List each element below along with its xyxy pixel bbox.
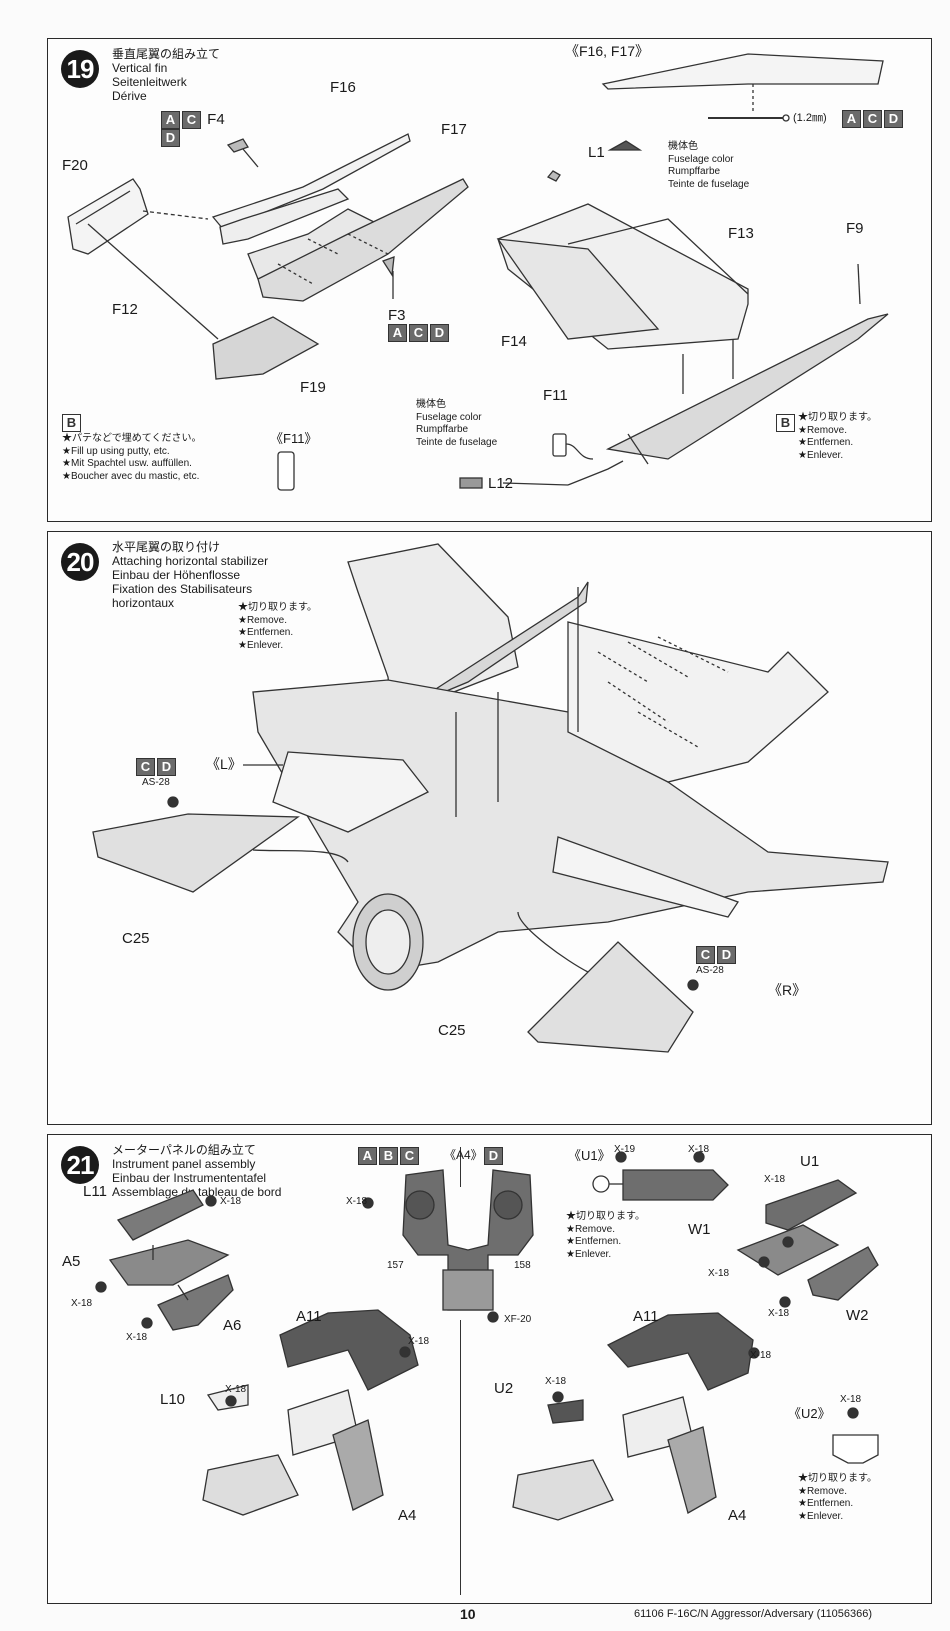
u2-label: 《U2》 (788, 1406, 831, 1421)
part-label-f14: F14 (501, 333, 527, 350)
color-a6: X-18 (126, 1332, 148, 1343)
part-label-w2: W2 (846, 1307, 869, 1324)
part-label-a6: A6 (223, 1317, 242, 1334)
part-label-u2: U2 (494, 1380, 514, 1397)
color-note-l12: 機体色 Fuselage color Rumpffarbe Teinte de … (416, 399, 498, 448)
putty-note: ★パテなどで埋めてください。 ★Fill up using putty, etc… (62, 433, 202, 482)
part-label-f13: F13 (728, 225, 754, 242)
remove-box: B (776, 414, 797, 432)
part-label-f12: F12 (112, 301, 138, 318)
color-a4-x18: X-18 (346, 1196, 368, 1207)
remove-note: ★切り取ります。 ★Remove. ★Entfernen. ★Enlever. (238, 602, 317, 651)
part-label-f9: F9 (846, 220, 864, 237)
step-19-panel: 19 垂直尾翼の組み立て Vertical fin Seitenleitwerk… (47, 38, 932, 522)
color-w1: X-18 (708, 1268, 730, 1279)
step-21-panel: 21 メーターパネルの組み立て Instrument panel assembl… (47, 1134, 932, 1604)
color-a11-right: X-18 (750, 1350, 772, 1361)
step-title: 垂直尾翼の組み立て Vertical fin Seitenleitwerk Dé… (112, 47, 221, 103)
color-w2: X-18 (768, 1308, 790, 1319)
drill-size: (1.2㎜) (793, 112, 827, 124)
part-label-f11: F11 (543, 387, 568, 404)
part-label-f16: F16 (330, 79, 356, 96)
color-x19: X-19 (614, 1144, 636, 1155)
assembly-divider (460, 1320, 461, 1595)
decal-158: 158 (514, 1260, 531, 1271)
part-label-l12: L12 (488, 475, 514, 492)
step-20-panel: 20 水平尾翼の取り付け Attaching horizontal stabil… (47, 531, 932, 1125)
part-label-f20: F20 (62, 157, 88, 174)
color-u2-x18: X-18 (545, 1376, 567, 1387)
u1-label: 《U1》 (568, 1148, 611, 1163)
color-note-l1: 機体色 Fuselage color Rumpffarbe Teinte de … (668, 141, 750, 190)
color-l11: X-18 (220, 1196, 242, 1207)
part-label-u1: U1 (800, 1153, 820, 1170)
part-label-f17: F17 (441, 121, 467, 138)
color-u1: X-18 (764, 1174, 786, 1185)
color-left: AS-28 (142, 777, 170, 788)
right-label: 《R》 (768, 982, 807, 998)
part-label-f19: F19 (300, 379, 326, 396)
variant-right: D (484, 1147, 505, 1165)
part-label-w1: W1 (688, 1221, 711, 1238)
color-a11-left: X-18 (408, 1336, 430, 1347)
decal-157: 157 (387, 1260, 404, 1271)
step-title: メーターパネルの組み立て Instrument panel assembly E… (112, 1143, 282, 1199)
variant-divider (460, 1147, 461, 1187)
f11-detail-label: 《F11》 (270, 431, 318, 446)
remove-note-u1: ★切り取ります。 ★Remove. ★Entfernen. ★Enlever. (566, 1211, 645, 1260)
step-number-badge: 21 (61, 1146, 99, 1184)
part-label-a4-right: A4 (728, 1507, 747, 1524)
putty-box: B (62, 414, 83, 432)
color-u2-detail: X-18 (840, 1394, 862, 1405)
part-label-l10: L10 (160, 1391, 186, 1408)
remove-note-u2: ★切り取ります。 ★Remove. ★Entfernen. ★Enlever. (798, 1473, 877, 1522)
color-l10: X-18 (225, 1384, 247, 1395)
part-label-a11-left: A11 (296, 1308, 322, 1325)
a4-label: 《A4》 (444, 1148, 483, 1162)
part-label-a4-left: A4 (398, 1507, 417, 1524)
color-a5: X-18 (71, 1298, 93, 1309)
kit-code: 61106 F-16C/N Aggressor/Adversary (11056… (634, 1608, 873, 1620)
step-number-badge: 19 (61, 50, 99, 88)
f16-f17-label: 《F16, F17》 (565, 43, 650, 59)
remove-note: ★切り取ります。 ★Remove. ★Entfernen. ★Enlever. (798, 412, 877, 461)
part-label-c25-right: C25 (438, 1022, 466, 1039)
part-label-c25-left: C25 (122, 930, 150, 947)
part-label-l1: L1 (588, 144, 605, 161)
horizontal-stabilizer-diagram (92, 543, 889, 1053)
part-label-l11: L11 (83, 1183, 107, 1200)
left-label: 《L》 (206, 756, 242, 772)
color-u1-x18: X-18 (688, 1144, 710, 1155)
step-title: 水平尾翼の取り付け Attaching horizontal stabilize… (112, 540, 269, 610)
instrument-panel-diagram (95, 1151, 879, 1521)
color-right: AS-28 (696, 965, 724, 976)
part-label-a11-right: A11 (633, 1308, 659, 1325)
part-label-a5: A5 (62, 1253, 81, 1270)
vertical-fin-diagram (67, 53, 889, 491)
page-number: 10 (460, 1606, 476, 1622)
color-xf20: XF-20 (504, 1314, 532, 1325)
step-number-badge: 20 (61, 543, 99, 581)
